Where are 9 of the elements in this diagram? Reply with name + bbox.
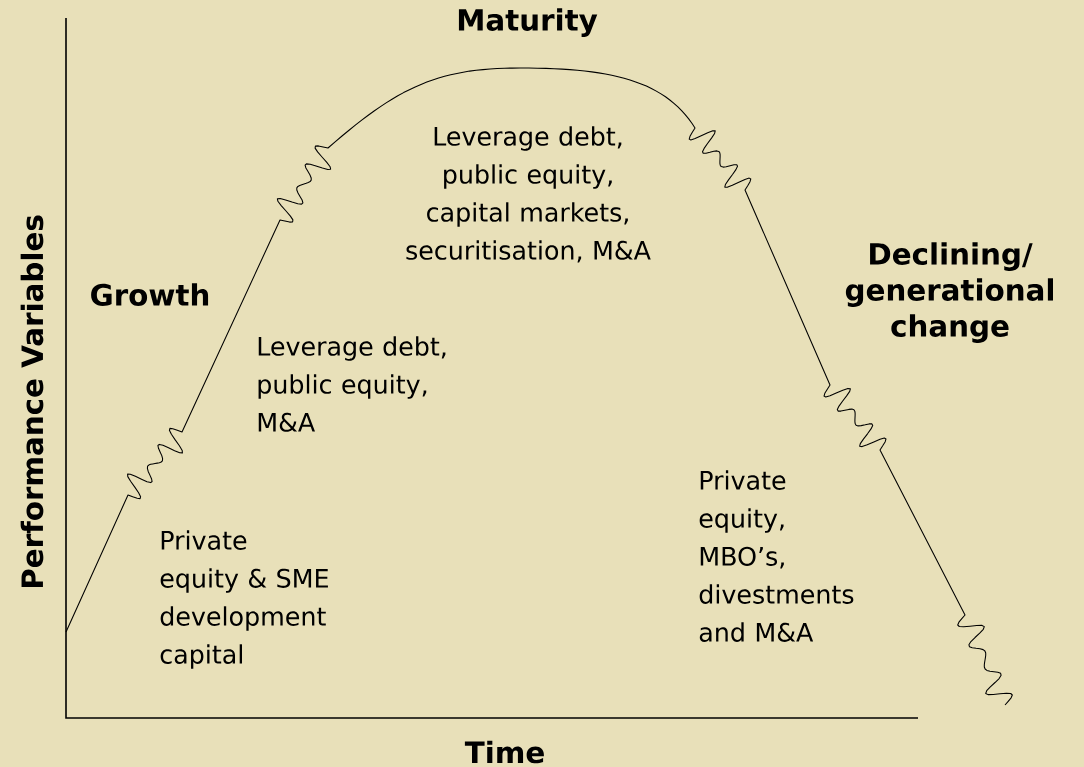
axis-title: Performance Variables [20,215,44,588]
stage-heading: Declining/ generational change [845,242,1053,343]
financing-note: Private equity, MBO’s, divestments and M&A [699,470,854,642]
financing-note: Private equity & SME development capital [160,530,328,669]
financing-note: Leverage debt, public equity, M&A [258,336,446,432]
stage-heading: Growth [91,283,209,306]
axis-title: Time [464,740,544,764]
financing-note: Leverage debt, public equity, capital markets, securitisation, M&A [406,126,651,263]
stage-heading: Maturity [458,8,598,37]
